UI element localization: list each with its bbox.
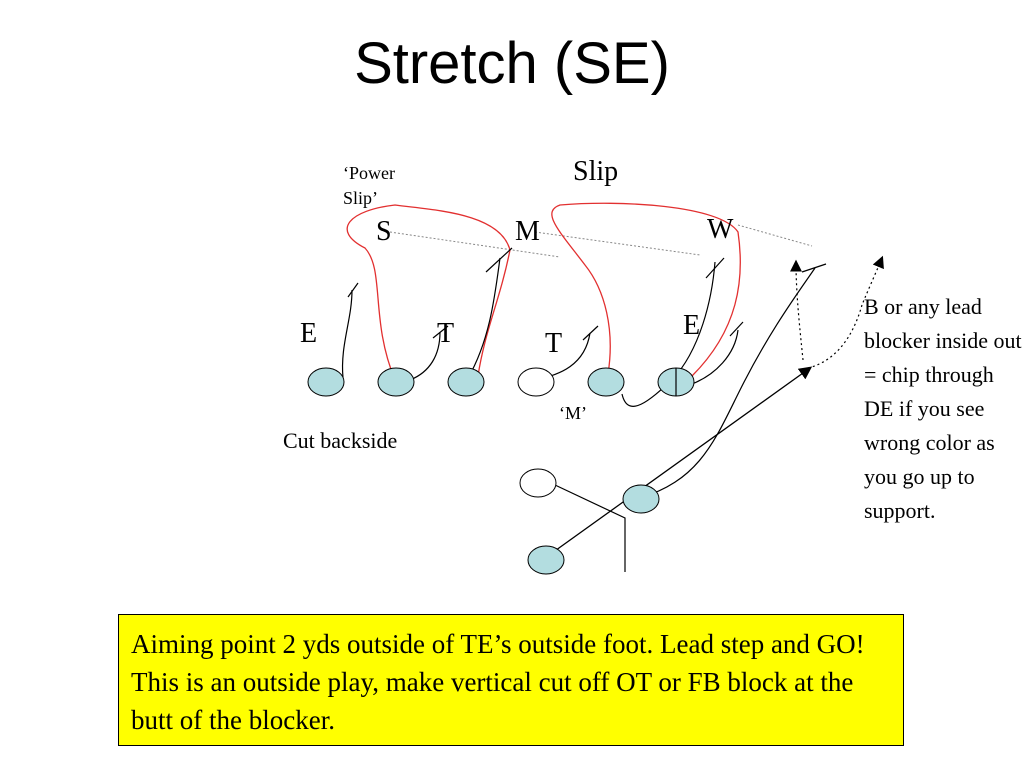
label-t-left: T [437, 318, 455, 349]
label-m-quote: ‘M’ [559, 403, 587, 423]
red-route-power-slip [346, 204, 511, 381]
block-path-wing [691, 329, 739, 385]
fb-block-mark [801, 263, 827, 273]
label-w: W [707, 214, 734, 245]
player-center [517, 367, 555, 397]
label-e-right: E [683, 310, 701, 341]
player-e-left [307, 367, 345, 397]
label-cut-backside: Cut backside [283, 428, 398, 453]
label-t-mid: T [545, 328, 563, 359]
block-mark-t-left [432, 325, 449, 339]
label-power-slip-1: ‘Power [343, 163, 395, 183]
label-s: S [376, 216, 392, 247]
player-qb [519, 468, 557, 498]
coaching-note: B or any lead blocker inside out = chip … [864, 294, 1022, 523]
label-e-left: E [300, 318, 318, 349]
rb-path-arrow [544, 366, 813, 559]
block-mark-wing [729, 321, 744, 337]
player-t-left [377, 367, 415, 397]
block-path-t-left [409, 331, 441, 381]
label-slip: Slip [573, 156, 619, 187]
qb-path [554, 484, 626, 572]
label-power-slip-2: Slip’ [343, 188, 379, 208]
read-line-m [534, 231, 701, 256]
player-fb [622, 484, 660, 514]
red-route-slip [551, 202, 741, 377]
read-line-w [737, 224, 813, 247]
dotted-arrow-left [790, 259, 804, 361]
block-path-center [467, 257, 501, 379]
block-mark-e-left [347, 282, 359, 298]
block-mark-t-mid [582, 325, 599, 341]
player-g-left [447, 367, 485, 397]
player-g-right [587, 367, 625, 397]
callout-box: Aiming point 2 yds outside of TE’s outsi… [118, 614, 904, 746]
label-m: M [515, 216, 540, 247]
dotted-arrow-right [807, 255, 884, 369]
block-path-e-left [341, 289, 353, 379]
player-rb [527, 545, 565, 575]
read-line-s [389, 231, 561, 258]
block-mark-te [705, 257, 725, 279]
fb-path [639, 267, 816, 499]
slide-title: Stretch (SE) [354, 31, 670, 96]
block-mark-center [485, 247, 513, 273]
